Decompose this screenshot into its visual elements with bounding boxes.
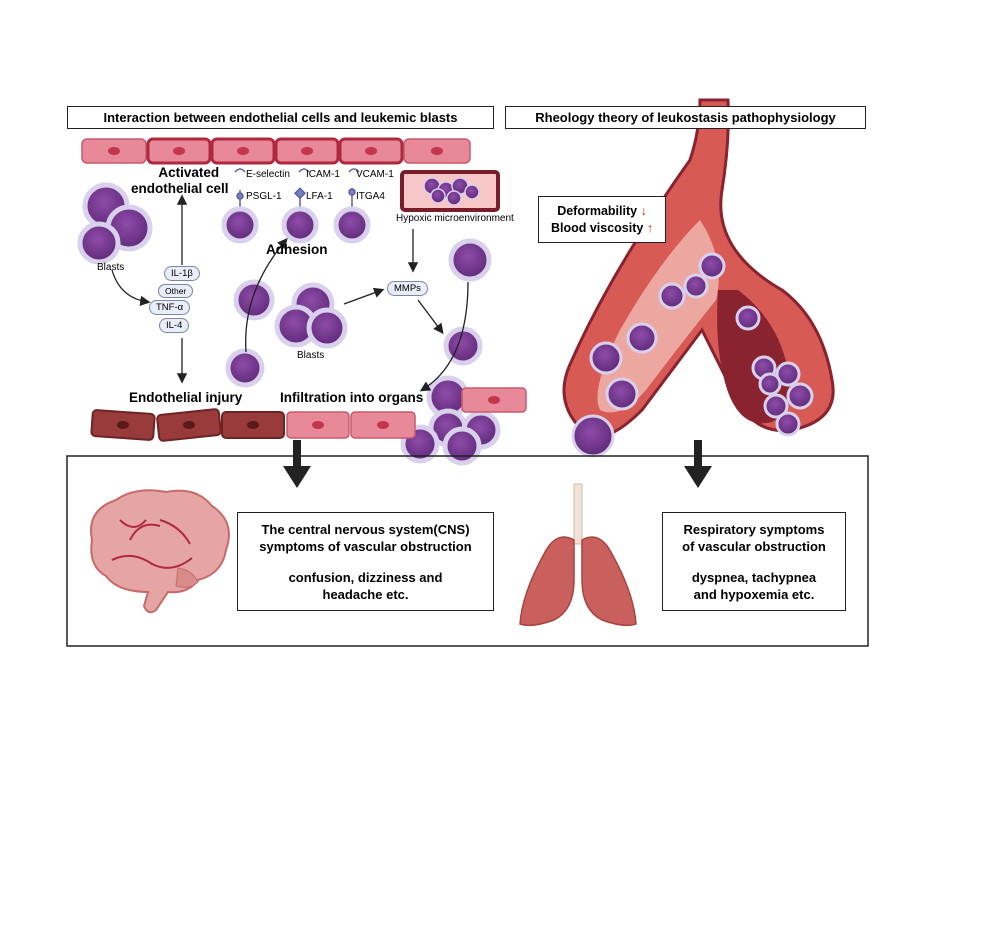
label-activated-line1: Activated — [158, 165, 220, 180]
label-mmps: MMPs — [387, 281, 428, 296]
header-right-text: Rheology theory of leukostasis pathophys… — [535, 110, 836, 125]
cns-symptoms-box: The central nervous system(CNS) symptoms… — [237, 512, 494, 611]
brain-icon — [90, 489, 230, 614]
cytokine-il1b: IL-1β — [164, 266, 200, 281]
viscosity-text: Blood viscosity — [550, 220, 644, 235]
molecule-vcam1: VCAM-1 — [356, 169, 394, 180]
receptors — [234, 168, 360, 208]
cns-line2: symptoms of vascular obstruction — [259, 538, 472, 554]
cns-line4: headache etc. — [322, 586, 409, 602]
resp-line4: and hypoxemia etc. — [693, 586, 815, 602]
label-endothelial-injury: Endothelial injury — [129, 390, 243, 405]
cytokine-tnfa: TNF-α — [149, 300, 191, 315]
rheology-deformability: Deformability ↓ — [557, 203, 647, 220]
resp-line3: dyspnea, tachypnea — [691, 569, 817, 585]
outcomes-frame — [66, 455, 869, 647]
header-left-text: Interaction between endothelial cells an… — [103, 110, 458, 125]
label-infiltration: Infiltration into organs — [280, 390, 424, 405]
label-adhesion: Adhesion — [266, 242, 328, 257]
molecule-icam1: ICAM-1 — [306, 169, 340, 180]
cns-line1: The central nervous system(CNS) — [261, 521, 470, 537]
hypoxic-vessel — [400, 170, 500, 212]
rheology-box: Deformability ↓ Blood viscosity ↑ — [538, 196, 666, 243]
label-blasts-top: Blasts — [97, 262, 125, 273]
molecule-e-selectin: E-selectin — [246, 169, 290, 180]
rheology-viscosity: Blood viscosity ↑ — [551, 220, 653, 237]
deformability-arrow: ↓ — [640, 203, 647, 218]
resp-line1: Respiratory symptoms — [683, 521, 825, 537]
molecule-psgl1: PSGL-1 — [246, 191, 282, 202]
deformability-text: Deformability — [557, 203, 638, 218]
branching-vessel — [562, 98, 835, 458]
header-endothelial-interaction: Interaction between endothelial cells an… — [67, 106, 494, 129]
label-blasts-mid: Blasts — [297, 350, 325, 361]
header-rheology: Rheology theory of leukostasis pathophys… — [505, 106, 866, 129]
flow-arrows — [111, 194, 469, 392]
cytokine-il4: IL-4 — [159, 318, 190, 333]
label-activated-line2: endothelial cell — [131, 181, 229, 196]
label-activated: Activated endothelial cell — [131, 165, 229, 197]
lungs-icon — [519, 483, 637, 627]
endothelial-top-layer — [81, 137, 471, 165]
resp-line2: of vascular obstruction — [682, 538, 826, 554]
viscosity-arrow: ↑ — [646, 220, 654, 235]
molecule-lfa1: LFA-1 — [306, 191, 333, 202]
cns-line3: confusion, dizziness and — [288, 569, 443, 585]
down-arrows — [283, 440, 712, 488]
molecule-itga4: ITGA4 — [356, 191, 385, 202]
label-hypoxic: Hypoxic microenvironment — [396, 213, 514, 224]
cytokine-other: Other — [158, 284, 194, 298]
respiratory-symptoms-box: Respiratory symptoms of vascular obstruc… — [662, 512, 846, 611]
endothelial-bottom-layer — [90, 387, 527, 442]
